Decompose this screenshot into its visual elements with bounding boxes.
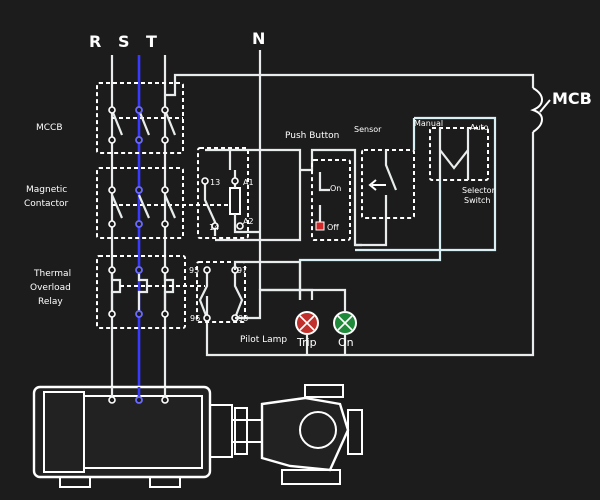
on-lamp-label: On <box>338 336 354 349</box>
motor-icon <box>32 385 233 488</box>
magnetic-label-1: Magnetic <box>26 185 67 195</box>
off-button-label: Off <box>327 223 339 232</box>
mcb-label: MCB <box>552 89 592 108</box>
thermal-label-2: Overload <box>30 283 71 293</box>
pilot-lamp-label: Pilot Lamp <box>240 335 287 345</box>
sensor-block <box>355 149 415 247</box>
terminal-95: 95 <box>189 266 199 275</box>
on-button-label: On <box>330 184 341 193</box>
auto-label: Auto <box>470 123 489 132</box>
stop-button-icon <box>315 221 325 231</box>
push-button-label: Push Button <box>285 131 339 141</box>
thermal-relay-block <box>96 255 205 329</box>
control-supply-wires <box>165 73 535 357</box>
terminal-96: 96 <box>190 314 200 323</box>
thermal-label-3: Relay <box>38 297 63 307</box>
coil-section <box>197 147 260 239</box>
terminal-a1: A1 <box>243 178 254 187</box>
terminal-98: 98 <box>238 314 248 323</box>
magnetic-label-2: Contactor <box>24 199 69 209</box>
mccb-label: MCCB <box>36 123 63 133</box>
overload-contacts <box>196 260 347 323</box>
mcb-symbol <box>530 87 551 133</box>
terminal-13: 13 <box>210 178 220 187</box>
selector-label-2: Switch <box>464 196 490 205</box>
sensor-label: Sensor <box>354 125 382 134</box>
phase-t-label: T <box>146 32 157 51</box>
mccb-block <box>96 82 184 154</box>
contactor-block <box>96 167 228 239</box>
selector-switch-block <box>298 116 497 300</box>
on-lamp <box>333 305 357 355</box>
neutral-label: N <box>252 29 265 48</box>
phase-r-label: R <box>89 32 101 51</box>
trip-lamp-label: Trip <box>296 336 317 349</box>
selector-label-1: Selector <box>462 186 496 195</box>
thermal-label-1: Thermal <box>33 269 71 279</box>
phase-s-label: S <box>118 32 130 51</box>
terminal-97: 97 <box>237 266 247 275</box>
manual-label: Manual <box>414 119 443 128</box>
terminal-a2: A2 <box>243 217 254 226</box>
trip-lamp <box>295 311 319 355</box>
terminal-14: 14 <box>209 223 219 232</box>
pump-icon <box>231 384 363 485</box>
